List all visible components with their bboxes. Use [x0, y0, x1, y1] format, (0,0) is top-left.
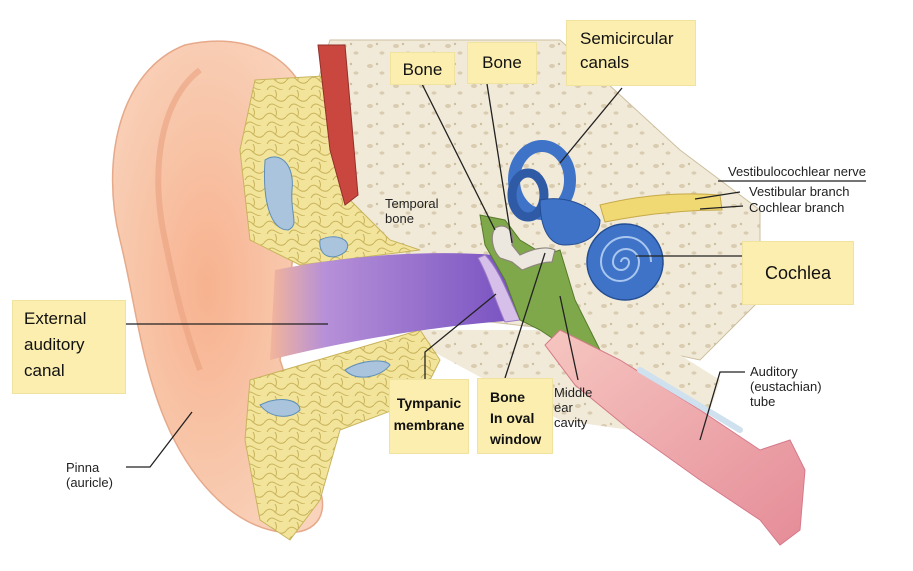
semicircular-canal-2 [507, 168, 549, 222]
pinna-fold [155, 67, 203, 372]
label-box-external-auditory-canal: External auditory canal [12, 300, 126, 394]
label-cochlea: Cochlea [764, 263, 832, 283]
label-middle-ear-cavity: Middle ear cavity [554, 385, 593, 430]
cochlea-shape [586, 223, 664, 301]
vestibule-shape [539, 198, 601, 246]
vestibulocochlear-nerve-shape [599, 193, 723, 223]
cartilage-blue-1 [263, 156, 295, 231]
label-temporal-bone: Temporal bone [385, 196, 439, 226]
label-vestibulocochlear-nerve: Vestibulocochlear nerve [728, 164, 867, 179]
auditory-canal-shape [270, 253, 520, 360]
leader-oval-window [504, 252, 546, 379]
muscle-shape [317, 44, 359, 206]
ossicles-shape [491, 225, 556, 271]
label-semicircular-canals: Semicircular canals [580, 29, 674, 72]
leader-vestibular [694, 191, 741, 200]
cartilage-blue-4 [344, 360, 391, 378]
cartilage-blue-2 [319, 236, 348, 258]
leader-cochlear [699, 205, 744, 210]
label-tympanic-membrane: Tympanic membrane [393, 395, 465, 433]
tympanic-membrane-shape [477, 254, 521, 323]
label-box-tympanic-membrane: Tympanic membrane [389, 379, 469, 454]
label-box-semicircular-canals: Semicircular canals [566, 20, 696, 86]
label-bone-in-oval-window: Bone In oval window [490, 389, 542, 447]
leader-pinna [126, 411, 193, 468]
label-vestibular-branch: Vestibular branch [749, 184, 850, 199]
cartilage-blue-3 [259, 399, 301, 417]
leader-bone-1 [421, 83, 496, 231]
leader-middle-ear [559, 295, 579, 381]
leader-auditory-tube [699, 371, 745, 441]
label-box-bone-in-oval-window: Bone In oval window [477, 378, 553, 454]
auditory-tube-shape [544, 329, 806, 546]
label-box-bone-2: Bone [467, 42, 537, 84]
label-cochlear-branch: Cochlear branch [749, 200, 845, 215]
label-box-cochlea: Cochlea [742, 241, 854, 305]
leader-tympanic [424, 293, 497, 379]
label-box-bone-1: Bone [390, 52, 455, 85]
label-bone-1: Bone [402, 60, 443, 79]
label-auditory-tube: Auditory (eustachian) tube [750, 364, 822, 409]
label-pinna: Pinna (auricle) [66, 460, 113, 490]
label-bone-2: Bone [482, 53, 522, 72]
label-external-auditory-canal: External auditory canal [24, 309, 87, 380]
cochlea-spiral [599, 236, 652, 282]
auditory-tube-lumen [637, 367, 743, 433]
leader-semicircular [559, 87, 623, 164]
leader-bone-2 [486, 83, 513, 244]
